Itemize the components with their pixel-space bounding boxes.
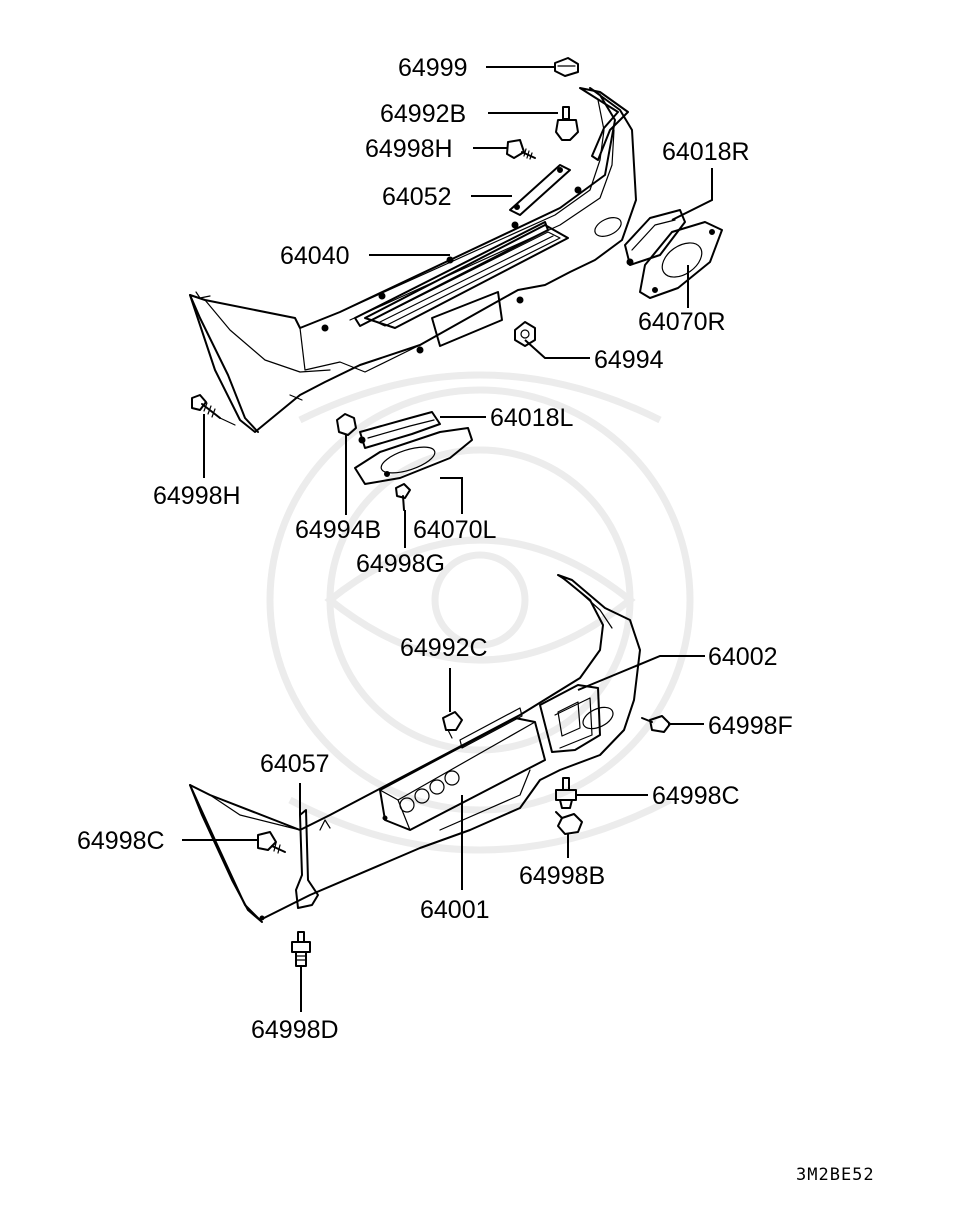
label-64999: 64999 <box>398 54 468 82</box>
grommet-64992c <box>442 711 463 739</box>
label-64040: 64040 <box>280 242 350 270</box>
label-64998b: 64998B <box>519 862 605 890</box>
label-64998g: 64998G <box>356 550 445 578</box>
reflector-cover-right <box>639 221 723 299</box>
screw-64998d <box>291 931 311 967</box>
lower-bumper-cover <box>189 574 641 923</box>
label-64998h-left: 64998H <box>153 482 241 510</box>
label-64998c-right: 64998C <box>652 782 740 810</box>
upper-bumper-cover <box>189 87 637 433</box>
screw-64998h-top <box>506 139 536 160</box>
part-labels: 64999 64992B 64998H 64052 64018R 64040 6… <box>77 54 793 1044</box>
label-64994: 64994 <box>594 346 664 374</box>
bracket-64052 <box>509 164 571 216</box>
rear-reflector-right <box>624 209 686 266</box>
label-64052: 64052 <box>382 183 452 211</box>
nut-64994b <box>336 413 357 436</box>
leader-lines <box>182 66 713 1012</box>
label-64070r: 64070R <box>638 308 726 336</box>
reflector-cover-left <box>354 427 473 485</box>
label-64998h-top: 64998H <box>365 135 453 163</box>
label-64992b: 64992B <box>380 100 466 128</box>
bracket-64002 <box>539 684 601 753</box>
screw-64998g <box>395 483 411 511</box>
screw-64998h-left <box>191 394 236 426</box>
screw-64998c-left <box>257 831 286 854</box>
label-64994b: 64994B <box>295 516 381 544</box>
watermark-emblem <box>266 371 694 854</box>
label-64001: 64001 <box>420 896 490 924</box>
screw-64998c-right <box>555 777 577 809</box>
label-64998c-left: 64998C <box>77 827 165 855</box>
screw-64998b <box>555 811 583 835</box>
bracket-64057 <box>295 809 319 909</box>
diagram-code: 3M2BE52 <box>796 1165 875 1185</box>
grommet-64992b <box>555 106 579 141</box>
label-64057: 64057 <box>260 750 330 778</box>
label-64998f: 64998F <box>708 712 793 740</box>
label-64018r: 64018R <box>662 138 750 166</box>
label-64018l: 64018L <box>490 404 574 432</box>
center-cover-strip <box>354 221 549 327</box>
reinforcement-64001 <box>379 707 546 831</box>
screw-64998f <box>641 715 671 733</box>
retainer-strip <box>579 87 629 161</box>
label-64992c: 64992C <box>400 634 488 662</box>
label-64070l: 64070L <box>413 516 497 544</box>
nut-64994 <box>514 321 536 347</box>
label-64998d: 64998D <box>251 1016 339 1044</box>
clip-64999 <box>554 57 579 77</box>
rear-reflector-left <box>358 411 441 449</box>
label-64002: 64002 <box>708 643 778 671</box>
